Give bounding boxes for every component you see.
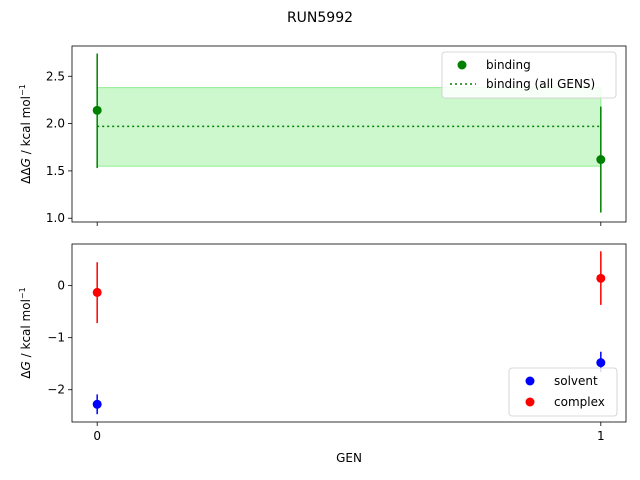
top-ytick-label-3: 2.5 <box>46 69 65 83</box>
top-ytick-label-1: 1.5 <box>46 164 65 178</box>
legend-complex-marker <box>525 397 535 407</box>
solvent-point-0 <box>92 399 102 409</box>
binding-panel: 1.0 1.5 2.0 2.5 ΔΔG / kcal mol−1 binding bi… <box>18 45 627 226</box>
legend-binding-marker <box>457 60 467 70</box>
complex-point-0 <box>92 287 102 297</box>
complex-point-1 <box>596 273 606 283</box>
bottom-xtick-label-1: 1 <box>597 429 605 443</box>
top-axes-frame <box>71 45 627 223</box>
bottom-y-ticks: −2 −1 0 <box>47 279 72 397</box>
top-x-ticks <box>96 222 602 226</box>
legend-solvent-label: solvent <box>554 374 598 388</box>
binding-point-1 <box>596 155 606 165</box>
top-legend-box <box>441 51 617 99</box>
top-ytick-label-2: 2.0 <box>46 117 65 131</box>
top-y-ticks: 1.0 1.5 2.0 2.5 <box>46 69 72 225</box>
legend-binding-all-label: binding (all GENS) <box>486 77 595 91</box>
bottom-ytick-label-0: −2 <box>47 383 65 397</box>
bottom-legend: solvent complex <box>508 367 618 417</box>
legend-solvent-marker <box>525 376 535 386</box>
solvent-complex-series <box>92 251 606 415</box>
binding-point-0 <box>92 105 102 115</box>
bottom-xtick-label-0: 0 <box>93 429 101 443</box>
solvent-point-1 <box>596 358 606 368</box>
legend-binding-label: binding <box>486 58 531 72</box>
bottom-legend-box <box>508 367 618 417</box>
binding-series <box>92 53 606 213</box>
bottom-y-axis-label: ΔG / kcal mol−1 <box>18 287 33 378</box>
top-ytick-label-0: 1.0 <box>46 211 65 225</box>
figure-title: RUN5992 <box>287 10 353 26</box>
legend-complex-label: complex <box>554 395 605 409</box>
top-y-axis-label: ΔΔG / kcal mol−1 <box>18 84 33 184</box>
bottom-ytick-label-1: −1 <box>47 331 65 345</box>
top-legend: binding binding (all GENS) <box>441 51 617 99</box>
bottom-axes-frame <box>71 243 627 423</box>
bottom-ytick-label-2: 0 <box>57 279 65 293</box>
x-axis-label: GEN <box>336 451 362 465</box>
